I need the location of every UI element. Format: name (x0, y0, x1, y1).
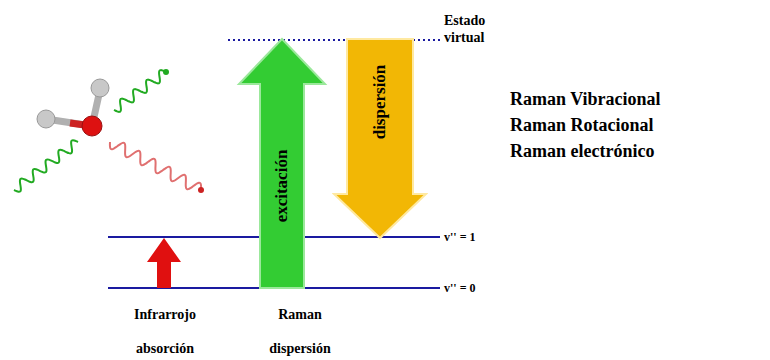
photon-dot (163, 69, 169, 75)
arrow-label: dispersión (370, 65, 390, 140)
process-name: Raman dispersión (250, 298, 350, 360)
level-name: v'' = 0 (444, 280, 504, 296)
scattering-arrow: dispersión (332, 36, 428, 240)
arrow-body (334, 39, 426, 238)
level-name: v'' = 1 (444, 229, 504, 245)
process-name: Infrarrojo absorción (110, 298, 220, 360)
ir-arrow (147, 238, 181, 288)
arrow-body (239, 39, 325, 288)
hydrogen-atom (91, 79, 109, 97)
raman-type: Raman electrónico (510, 140, 760, 162)
photon-wave (14, 140, 78, 192)
level-name: Estado virtual (444, 12, 510, 46)
photon-wave (110, 142, 201, 190)
hydrogen-atom (37, 110, 55, 128)
photon-dot (198, 187, 204, 193)
photon-waves (14, 70, 201, 192)
raman-type: Raman Vibracional (510, 88, 760, 110)
excitation-arrow: excitación (236, 36, 328, 290)
photon-wave (114, 70, 166, 112)
arrow-label: excitación (272, 150, 292, 223)
oxygen-atom (82, 116, 102, 136)
raman-type: Raman Rotacional (510, 114, 760, 136)
